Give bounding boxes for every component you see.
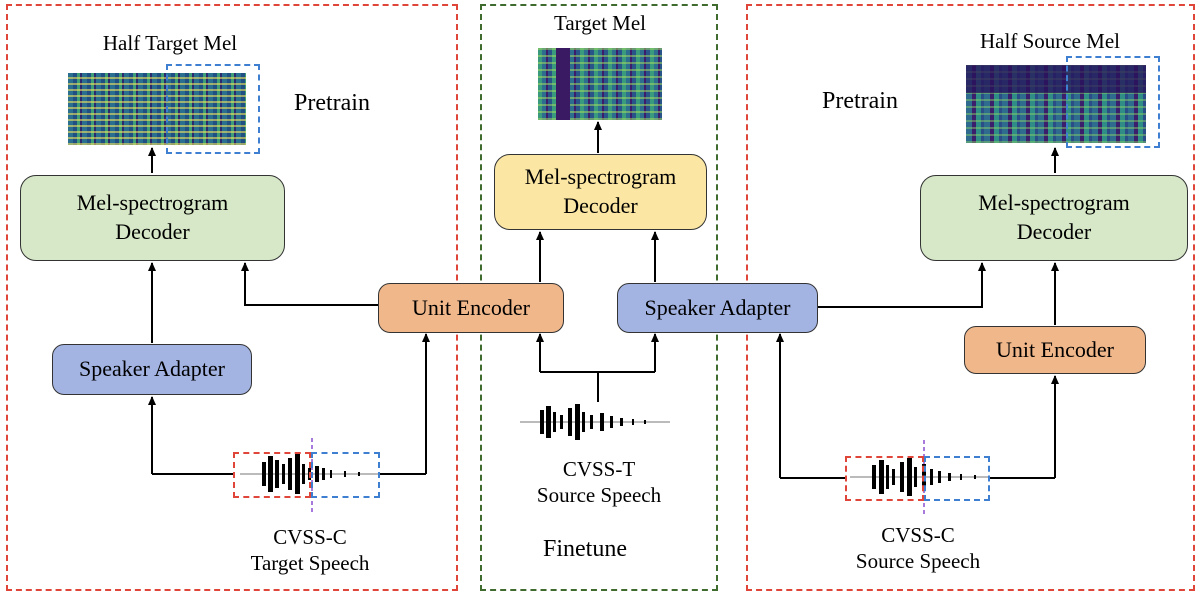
source-speech-first-half-box (845, 456, 924, 501)
speaker-adapter-left: Speaker Adapter (52, 344, 252, 395)
pretrain-title-right: Pretrain (822, 88, 898, 114)
target-mel-spectrogram (538, 48, 662, 120)
mel-decoder-right: Mel-spectrogram Decoder (920, 175, 1188, 261)
target-mel-label: Target Mel (553, 11, 647, 35)
half-source-mel-label: Half Source Mel (980, 29, 1120, 53)
half-target-mel-label: Half Target Mel (102, 31, 238, 55)
half-target-mel-spectrogram (68, 73, 246, 145)
source-half-highlight (1066, 56, 1160, 148)
unit-encoder-right: Unit Encoder (964, 326, 1146, 374)
mel-decoder-left: Mel-spectrogram Decoder (20, 175, 285, 261)
cvss-t-source-speech-label: CVSS-T Source Speech (536, 457, 662, 508)
half-source-mel-spectrogram (966, 65, 1146, 143)
target-speech-second-half-box (311, 452, 380, 498)
target-speech-first-half-box (233, 452, 311, 498)
finetune-title: Finetune (543, 536, 627, 562)
cvss-c-source-speech-label: CVSS-C Source Speech (855, 523, 981, 574)
source-speech-second-half-box (924, 456, 990, 501)
pretrain-title-left: Pretrain (294, 90, 370, 116)
speaker-adapter-shared: Speaker Adapter (617, 283, 818, 333)
target-half-highlight (166, 64, 260, 154)
mel-decoder-finetune: Mel-spectrogram Decoder (494, 154, 707, 230)
source-speech-waveform-finetune (520, 404, 670, 440)
cvss-c-target-speech-label: CVSS-C Target Speech (250, 525, 370, 576)
unit-encoder-shared: Unit Encoder (378, 283, 564, 333)
